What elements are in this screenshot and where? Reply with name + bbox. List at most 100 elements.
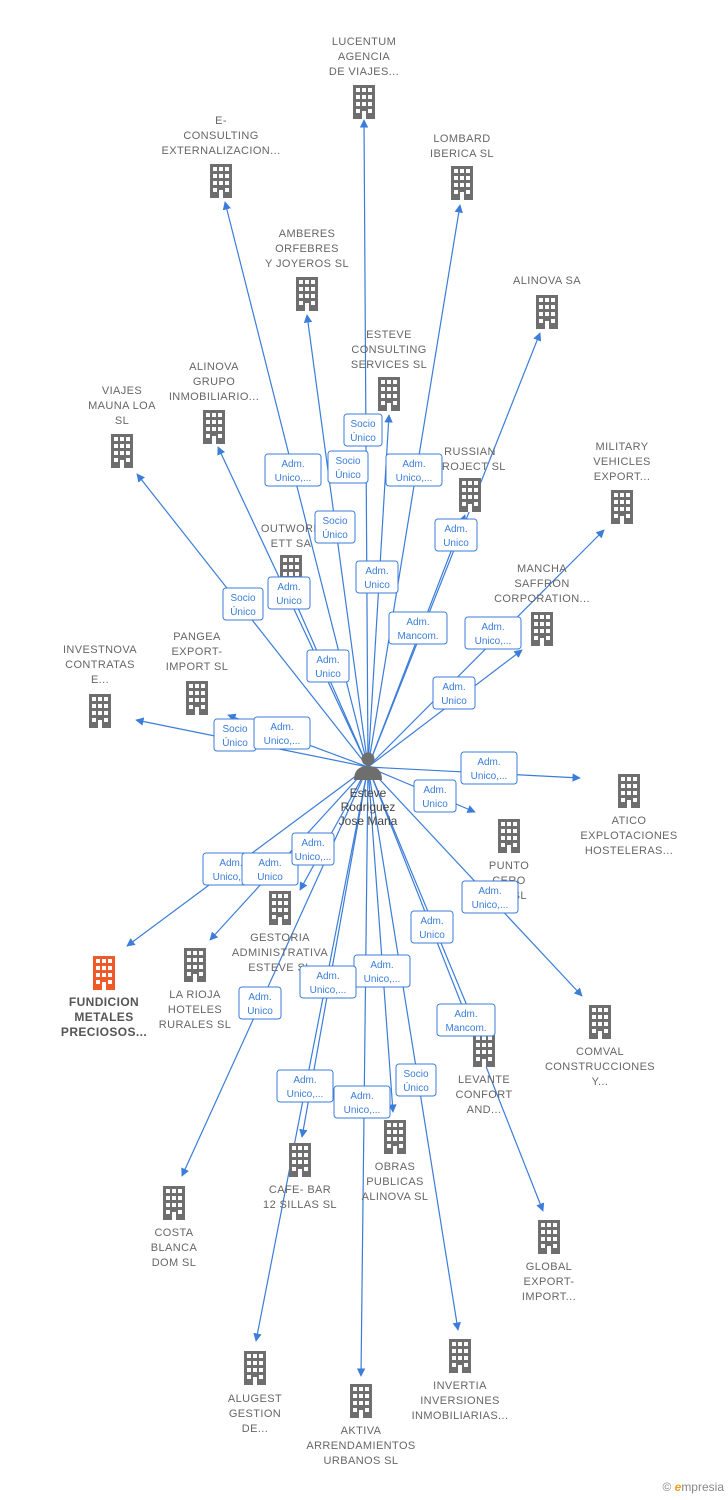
company-label-line: PANGEA [173,631,221,643]
company-label-line: 12 SILLAS SL [263,1199,337,1211]
company-label-line: CONSULTING [183,130,258,142]
company-node-atico[interactable]: ATICOEXPLOTACIONESHOSTELERAS... [580,774,677,857]
building-icon [244,1351,266,1385]
relation-label[interactable]: Adm.Unico,... [291,832,335,866]
relation-label[interactable]: Adm.Unico [267,576,311,610]
relation-label[interactable]: Adm.Unico,... [460,751,518,785]
brand-name: mpresia [681,1480,724,1494]
company-label-line: ARRENDAMIENTOS [306,1440,415,1452]
relation-label-line: Adm. [316,971,339,982]
company-label-line: CORPORATION... [494,593,590,605]
company-node-comval[interactable]: COMVALCONSTRUCCIONESY... [545,1005,655,1088]
company-label-line: IBERICA SL [430,148,494,160]
relation-label[interactable]: Adm.Unico,... [253,716,311,750]
relation-label[interactable]: Adm.Unico,... [264,453,322,487]
relation-label[interactable]: Adm.Unico,... [299,965,357,999]
footer-brand[interactable]: © empresia [662,1480,724,1494]
relation-label[interactable]: Adm.Unico [355,560,399,594]
company-label-line: EXTERNALIZACION... [161,145,280,157]
relation-edge-gestoria [299,766,369,891]
company-label-line: INVERSIONES [420,1395,500,1407]
building-icon [536,295,558,329]
building-icon [618,774,640,808]
relation-label-line: Unico,... [471,771,508,782]
company-label-line: CONFORT [456,1089,513,1101]
relation-label-line: Unico [441,696,467,707]
relation-label-line: Socio [403,1069,428,1080]
company-node-military[interactable]: MILITARYVEHICLESEXPORT... [593,441,651,524]
company-label-line: CONTRATAS [65,659,135,671]
relation-label[interactable]: Adm.Unico,... [353,954,411,988]
company-node-levante[interactable]: LEVANTECONFORTAND... [456,1033,513,1116]
relation-label-box [222,587,264,621]
relation-label[interactable]: Adm.Unico,... [276,1069,334,1103]
company-node-e-consulting[interactable]: E-CONSULTINGEXTERNALIZACION... [161,115,280,198]
company-node-mancha[interactable]: MANCHASAFFRONCORPORATION... [494,563,590,646]
relation-label-line: Adm. [481,622,504,633]
relation-label-line: Único [230,605,256,618]
relation-label-line: Unico,... [364,974,401,985]
company-node-alinova-grupo[interactable]: ALINOVAGRUPOINMOBILIARIO... [169,361,259,444]
company-label-line: IMPORT... [522,1291,576,1303]
building-icon [538,1220,560,1254]
relation-label-line: Adm. [277,582,300,593]
company-label-line: ESTEVE SL [248,962,312,974]
relation-label-line: Adm. [420,916,443,927]
relation-label-box [432,676,476,710]
relation-label[interactable]: Adm.Unico [432,676,476,710]
company-label-line: CONSULTING [351,344,426,356]
company-label-line: FUNDICION [69,995,139,1009]
company-label-line: RURALES SL [159,1019,231,1031]
building-icon [269,891,291,925]
relation-label[interactable]: Adm.Unico [241,852,299,886]
relation-label[interactable]: Adm.Unico [306,649,350,683]
relation-label[interactable]: Adm.Unico [413,779,457,813]
company-label-line: HOTELES [168,1004,222,1016]
relation-label[interactable]: Adm.Unico,... [385,453,443,487]
company-node-invertia[interactable]: INVERTIAINVERSIONESINMOBILIARIAS... [412,1339,509,1422]
company-node-fundicion[interactable]: FUNDICIONMETALESPRECIOSOS... [61,956,147,1039]
company-label-line: DE... [242,1423,268,1435]
building-icon [378,377,400,411]
relation-label[interactable]: Adm.Mancom. [436,1003,496,1037]
relation-label-box [461,880,519,914]
relation-label[interactable]: Adm.Unico [410,910,454,944]
building-icon [350,1384,372,1418]
relation-label-line: Unico,... [287,1089,324,1100]
relation-label-line: Unico [443,538,469,549]
relation-label[interactable]: Adm.Unico [434,518,478,552]
company-node-alinova-sa[interactable]: ALINOVA SA [513,275,581,329]
relation-label[interactable]: Adm.Unico,... [464,616,522,650]
relation-label-line: Único [335,468,361,481]
copyright-symbol: © [662,1480,672,1494]
company-node-investnova[interactable]: INVESTNOVACONTRATASE... [63,644,137,728]
relation-label[interactable]: Adm.Unico,... [333,1085,391,1119]
company-node-alugest[interactable]: ALUGESTGESTIONDE... [228,1351,282,1435]
relation-label-box [460,751,518,785]
company-node-global-export[interactable]: GLOBALEXPORT-IMPORT... [522,1220,576,1303]
relation-label[interactable]: Adm.Unico,... [461,880,519,914]
relation-label[interactable]: Adm.Unico [238,986,282,1020]
relation-label[interactable]: Adm.Mancom. [388,611,448,645]
